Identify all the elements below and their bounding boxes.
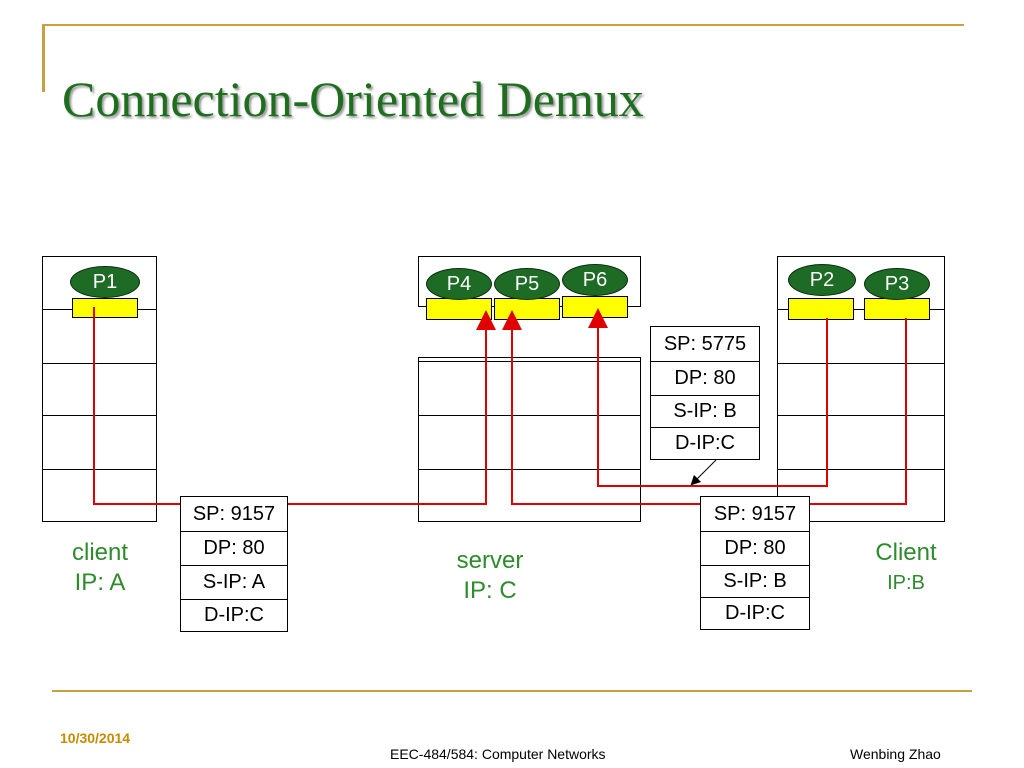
server-c-ip: IP: C xyxy=(463,577,517,604)
segment-b3-dest-ip: D-IP:C xyxy=(701,597,809,629)
segment-b2-dest-ip: D-IP:C xyxy=(651,427,759,459)
client-a-label: client IP: A xyxy=(50,538,150,598)
process-p4: P4 xyxy=(426,268,492,300)
process-p1: P1 xyxy=(70,266,140,298)
footer-course: EEC-484/584: Computer Networks xyxy=(390,746,606,762)
segment-a-source-ip: S-IP: A xyxy=(181,565,287,599)
process-p6: P6 xyxy=(562,264,628,296)
segment-pointer-arrow xyxy=(690,459,717,486)
segment-a-dest-ip: D-IP:C xyxy=(181,599,287,631)
segment-b2-source-ip: S-IP: B xyxy=(651,395,759,427)
segment-a-dest-port: DP: 80 xyxy=(181,531,287,565)
corner-decoration-horizontal xyxy=(42,24,964,26)
client-b-host xyxy=(777,256,945,522)
segment-b3-source-port: SP: 9157 xyxy=(713,502,797,525)
segment-header-from-b-p3: SP: 9157 DP: 80 S-IP: B D-IP:C xyxy=(700,496,810,630)
socket-p3 xyxy=(864,298,930,320)
server-c-label: server IP: C xyxy=(430,546,550,606)
corner-decoration-vertical xyxy=(42,24,45,92)
process-p5: P5 xyxy=(494,268,560,300)
segment-header-from-a: SP: 9157 DP: 80 S-IP: A D-IP:C xyxy=(180,496,288,632)
segment-b3-source-ip: S-IP: B xyxy=(701,565,809,597)
socket-p4 xyxy=(426,298,492,320)
process-p3: P3 xyxy=(864,268,930,300)
segment-a-source-port: SP: 9157 xyxy=(192,502,276,525)
socket-p6 xyxy=(562,296,628,318)
client-a-name: client xyxy=(71,539,129,566)
socket-p1 xyxy=(72,298,138,318)
footer-divider xyxy=(52,690,972,692)
client-b-name: Client xyxy=(875,539,937,566)
footer-date: 10/30/2014 xyxy=(60,730,131,746)
process-p2: P2 xyxy=(788,264,856,296)
server-c-name: server xyxy=(456,547,524,574)
footer-author: Wenbing Zhao xyxy=(850,746,941,762)
segment-b2-source-port: SP: 5775 xyxy=(663,332,747,355)
client-b-ip: IP:B xyxy=(887,572,925,594)
socket-p2 xyxy=(788,298,854,320)
slide-title: Connection-Oriented Demux xyxy=(62,71,644,127)
segment-b3-dest-port: DP: 80 xyxy=(701,531,809,565)
client-a-ip: IP: A xyxy=(74,569,126,596)
socket-p5 xyxy=(494,298,560,320)
segment-header-from-b-p2: SP: 5775 DP: 80 S-IP: B D-IP:C xyxy=(650,326,760,460)
segment-b2-dest-port: DP: 80 xyxy=(651,361,759,395)
client-b-label: Client IP:B xyxy=(856,538,956,598)
